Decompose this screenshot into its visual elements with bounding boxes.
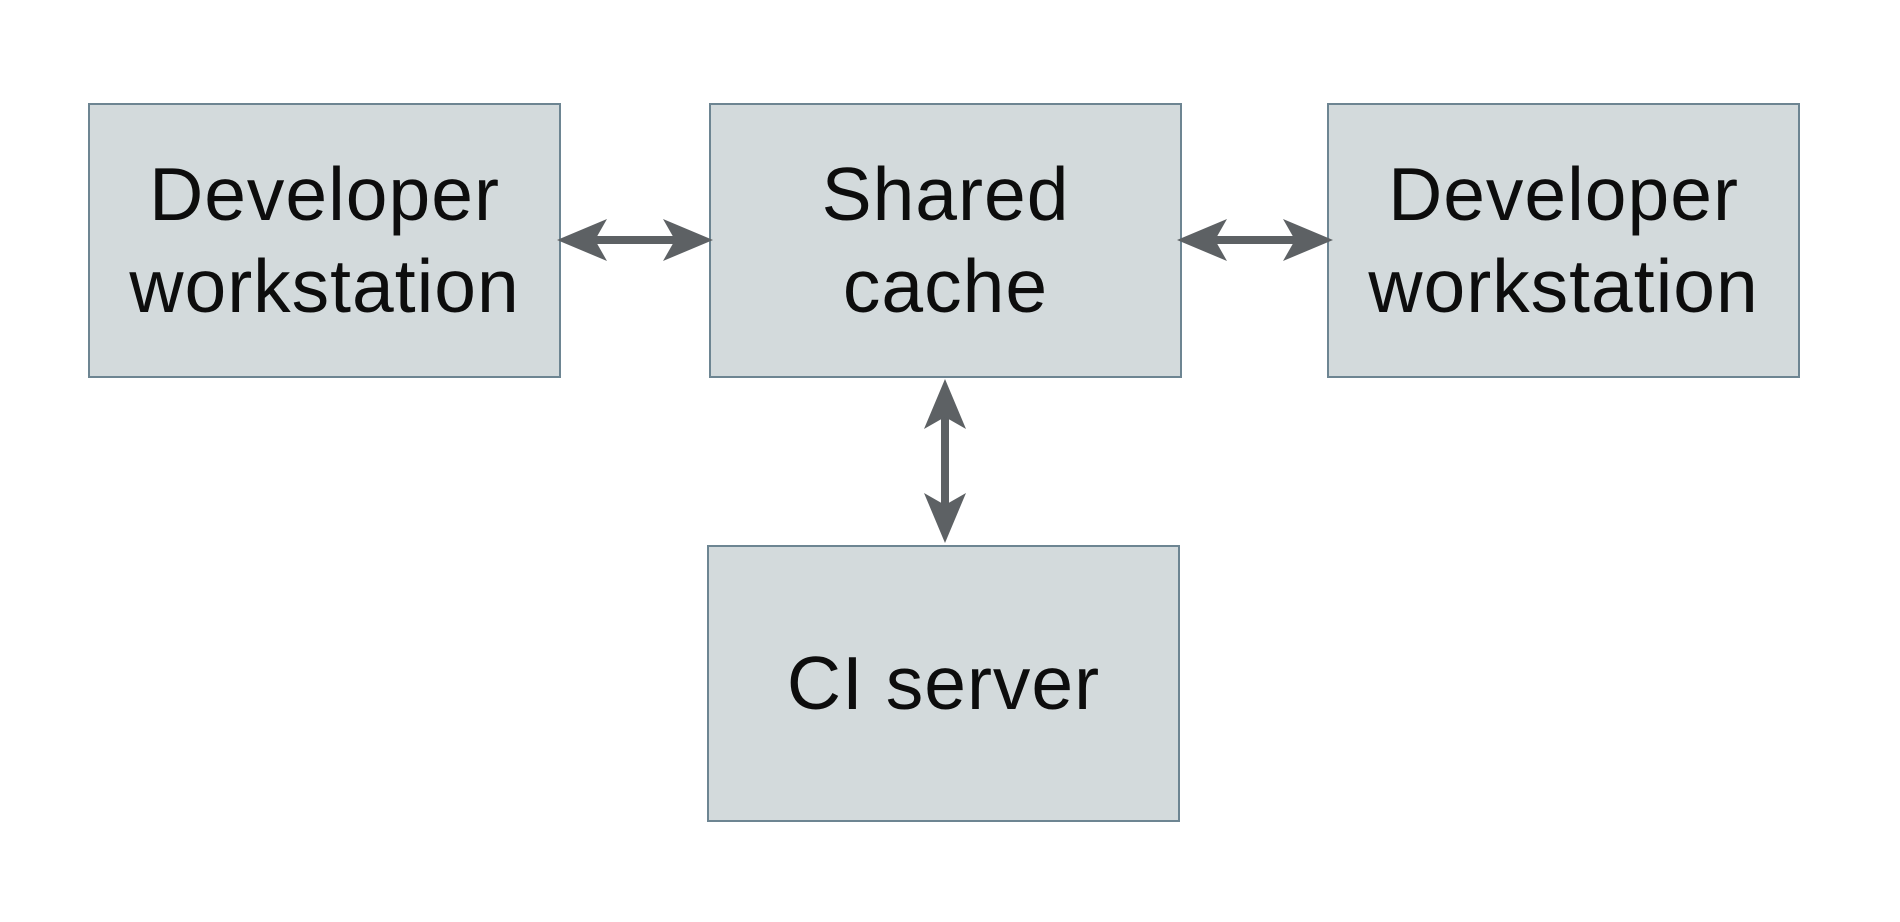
bidirectional-arrow-icon — [924, 379, 966, 543]
edge-shared-cache-dev-right — [1175, 210, 1335, 270]
node-shared-cache: Shared cache — [709, 103, 1182, 378]
node-developer-workstation-right: Developer workstation — [1327, 103, 1800, 378]
bidirectional-arrow-icon — [1177, 219, 1333, 261]
edge-dev-left-shared-cache — [555, 210, 715, 270]
node-label: Developer workstation — [129, 152, 520, 328]
node-ci-server: CI server — [707, 545, 1180, 822]
edge-shared-cache-ci-server — [915, 377, 975, 545]
bidirectional-arrow-icon — [557, 219, 713, 261]
node-label: Shared cache — [821, 152, 1070, 328]
node-developer-workstation-left: Developer workstation — [88, 103, 561, 378]
node-label: Developer workstation — [1368, 152, 1759, 328]
node-label: CI server — [786, 640, 1101, 725]
